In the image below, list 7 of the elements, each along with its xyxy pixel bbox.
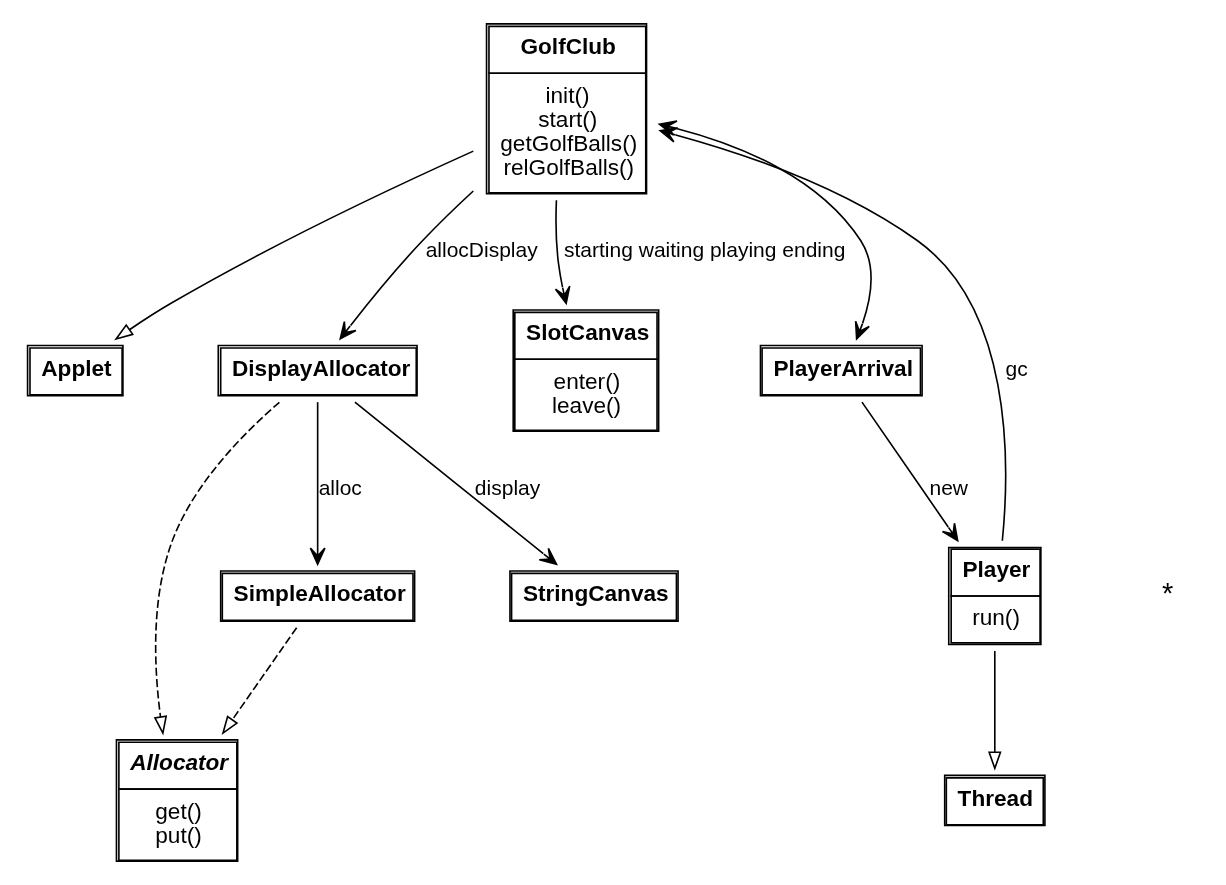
- label: *: [1162, 577, 1174, 610]
- edge-label: starting waiting playing ending: [564, 238, 846, 262]
- edge-label: alloc: [318, 475, 362, 499]
- edge-label: display: [474, 475, 541, 499]
- edge-label: gc: [1005, 357, 1028, 381]
- edge-label: new: [929, 475, 969, 499]
- edge-label: allocDisplay: [425, 238, 538, 262]
